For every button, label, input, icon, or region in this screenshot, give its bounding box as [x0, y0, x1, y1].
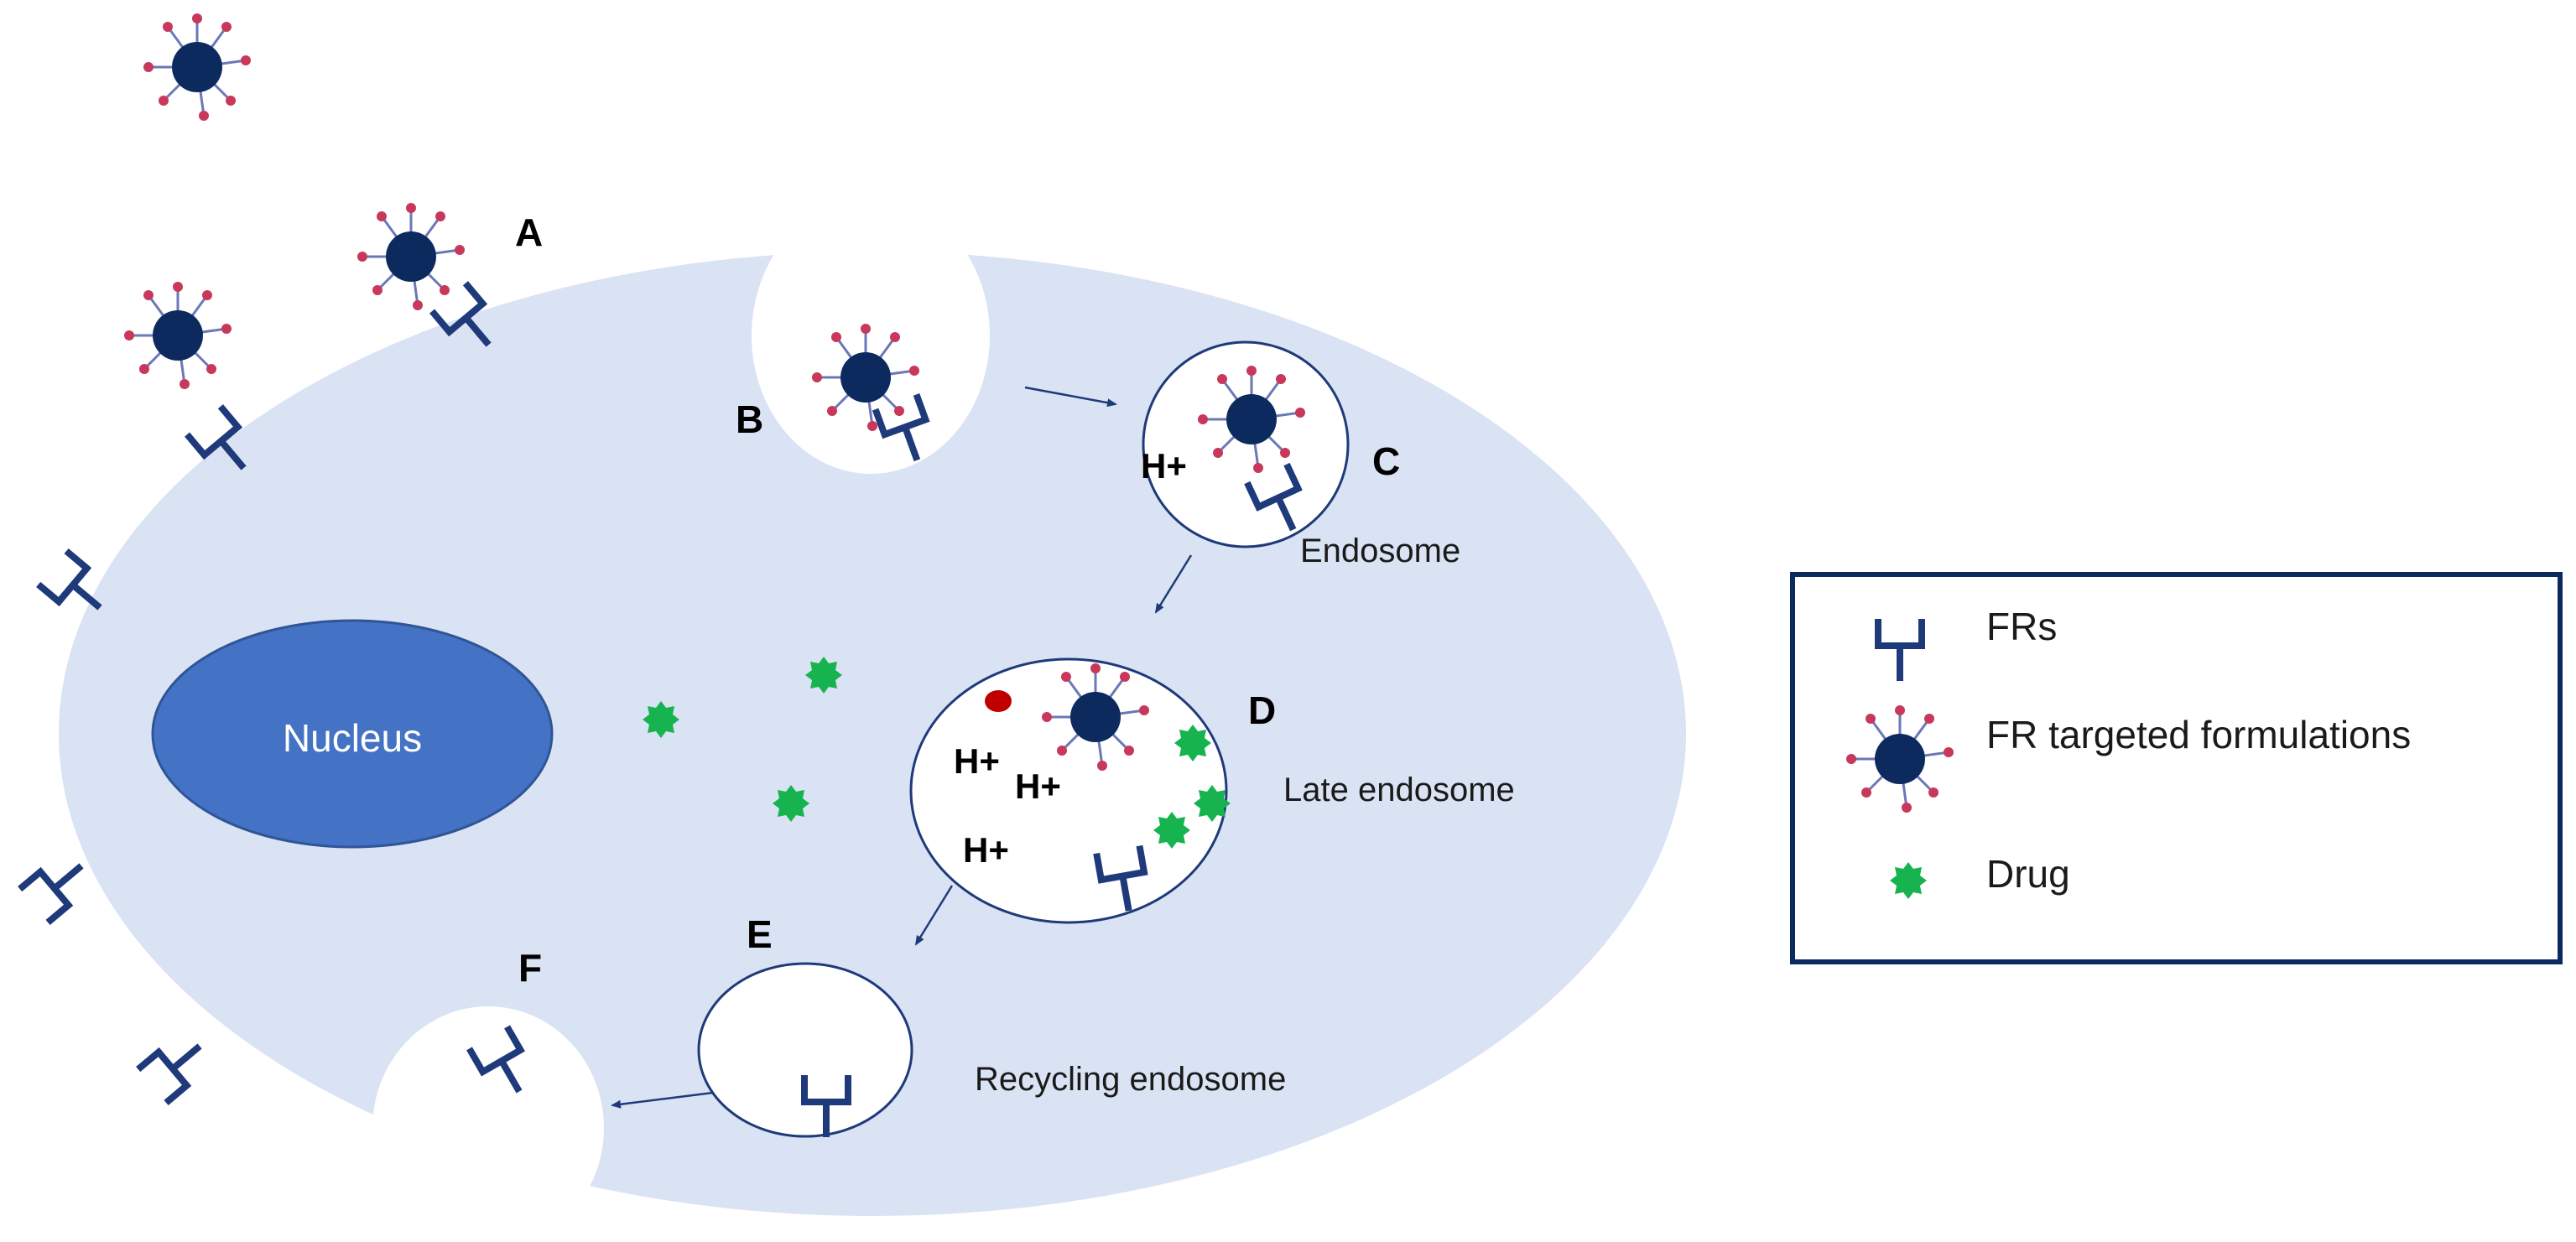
drug-cytoplasm-1 [805, 657, 842, 694]
step-label-c: C [1372, 439, 1400, 483]
proton-label-d-2: H+ [1015, 767, 1061, 806]
recycling-endosome-e [697, 962, 913, 1138]
recycling-endosome-label: Recycling endosome [975, 1061, 1286, 1098]
arrow-e-to-f [611, 1091, 714, 1109]
drug-d-2 [1194, 785, 1231, 822]
arrow-d-to-e [914, 885, 954, 946]
step-label-a: A [515, 210, 543, 254]
legend: FRs FR targeted formulations Drug [1790, 572, 2563, 964]
proton-label-d-1: H+ [954, 741, 1000, 781]
arrow-c-to-d [1154, 554, 1193, 614]
nanoparticle-free-1 [142, 12, 252, 122]
legend-label-drug: Drug [1986, 852, 2070, 896]
endosome-c [1142, 340, 1350, 548]
drug-cytoplasm-2 [643, 701, 679, 738]
proton-label-c: H+ [1141, 446, 1187, 486]
step-label-b: B [736, 398, 763, 441]
drug-cytoplasm-3 [773, 785, 809, 822]
nanoparticle-free-2 [122, 280, 233, 391]
proton-label-d-3: H+ [963, 830, 1009, 870]
step-label-e: E [747, 912, 773, 956]
drug-d-3 [1153, 812, 1190, 849]
receptor-surface-3 [23, 851, 93, 920]
legend-label-formulations: FR targeted formulations [1986, 713, 2411, 756]
late-endosome-label: Late endosome [1283, 772, 1515, 808]
endosome-label: Endosome [1300, 533, 1460, 569]
receptor-surface-4 [141, 1032, 211, 1100]
arrow-b-to-c [1024, 386, 1117, 408]
drug-d-1 [1174, 725, 1211, 761]
step-label-d: D [1248, 689, 1276, 732]
red-particle-fragment [985, 690, 1012, 712]
step-label-f: F [518, 946, 542, 990]
exocytosis-pocket-f [372, 1006, 604, 1242]
nucleus [151, 619, 554, 849]
late-endosome-d [909, 657, 1228, 924]
drug-icon [1890, 862, 1927, 899]
invagination-b [752, 197, 990, 474]
nucleus-label: Nucleus [283, 716, 422, 760]
legend-label-frs: FRs [1986, 605, 2057, 648]
nanoparticle-a [356, 201, 466, 312]
